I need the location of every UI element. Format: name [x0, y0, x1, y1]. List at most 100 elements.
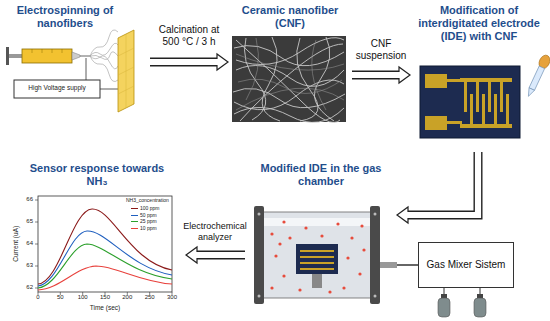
gas-chamber	[370, 206, 380, 304]
gas-chamber	[346, 256, 349, 259]
gas-chamber	[262, 212, 372, 298]
response-chart	[38, 196, 172, 292]
axis-title: Time (sec)	[75, 304, 135, 311]
ide-chip	[460, 78, 512, 82]
stage-heading: Modification of interdigitated electrode…	[410, 4, 548, 43]
electrospinning-setup	[118, 30, 134, 112]
gas-chamber	[254, 206, 397, 304]
arrow-outline	[408, 152, 478, 215]
electrospinning-setup	[6, 47, 9, 65]
gas-chamber	[270, 232, 273, 235]
electrospinning-setup	[32, 49, 33, 53]
sem-image	[233, 37, 345, 123]
response-chart	[35, 196, 172, 295]
sem-image	[233, 88, 345, 107]
response-chart	[38, 231, 172, 286]
electrospinning-setup	[72, 52, 80, 60]
gas-chamber	[374, 295, 377, 298]
ide-chip	[425, 116, 447, 130]
response-chart	[38, 266, 172, 290]
gas-chamber	[320, 234, 323, 237]
sem-image	[246, 38, 258, 100]
electrospinning-setup	[90, 43, 118, 56]
sem-image	[297, 38, 318, 121]
gas-cylinders	[438, 298, 450, 317]
gas-chamber	[300, 250, 334, 252]
flow-arrow	[352, 67, 410, 83]
ide-chip	[425, 74, 447, 88]
legend-line-sample	[131, 215, 138, 216]
gas-cylinders	[474, 298, 486, 317]
sem-image	[234, 80, 344, 110]
process-stage: Modified IDE in the gas chamber	[245, 160, 397, 315]
tick-label: 50	[48, 294, 72, 301]
gas-chamber	[274, 254, 277, 257]
sem-image	[236, 54, 344, 70]
gas-chamber	[342, 286, 345, 289]
tick-label: 250	[138, 294, 162, 301]
flow-arrow	[397, 152, 478, 223]
electrospinning-setup	[42, 49, 43, 53]
gas-chamber	[300, 268, 334, 270]
tick-label: 150	[93, 294, 117, 301]
ide-chip	[447, 79, 462, 82]
ide-chip	[506, 94, 509, 124]
tick-label: 63	[12, 262, 33, 269]
gas-chamber	[358, 272, 361, 275]
stage-heading: Ceramic nanofiber (CNF)	[228, 4, 352, 30]
dropper-pipette	[524, 53, 550, 98]
gas-chamber	[258, 213, 261, 216]
gas-chamber	[296, 244, 338, 274]
ide-chip	[494, 94, 497, 124]
arrow-fill	[150, 59, 219, 65]
connector-line	[397, 264, 418, 266]
ide-chip	[500, 82, 503, 112]
gas-chamber	[270, 220, 365, 293]
gas-chamber	[300, 256, 334, 258]
electrospinning-setup	[9, 54, 22, 58]
gas-chamber	[278, 242, 281, 245]
sem-image	[236, 38, 344, 110]
gas-chamber	[362, 248, 365, 251]
gas-chamber	[328, 290, 331, 293]
ide-chip	[470, 94, 473, 124]
edge-label: CNF suspension	[352, 38, 410, 62]
electrospinning-setup	[14, 80, 100, 98]
sem-image	[312, 40, 326, 110]
flow-arrow	[150, 54, 228, 70]
electrospinning-setup	[90, 52, 118, 60]
edge-label: Calcination at 500 °C / 3 h	[152, 24, 226, 48]
gas-chamber	[282, 220, 285, 223]
device-label: High Voltage supply	[14, 84, 100, 91]
electrospinning-setup	[126, 34, 127, 108]
gas-chamber	[298, 288, 301, 291]
gas-chamber	[350, 236, 353, 239]
response-chart	[35, 266, 38, 267]
electrospinning-setup	[6, 30, 134, 112]
electrospinning-setup	[62, 49, 63, 53]
gas-cylinders	[480, 288, 481, 295]
ide-chip	[482, 94, 485, 124]
tick-label: 64	[12, 240, 33, 247]
ide-chip	[447, 121, 462, 124]
axis-title: Current (uA)	[12, 214, 19, 274]
legend-title: NH3_concentration	[126, 198, 171, 204]
tick-label: 200	[115, 294, 139, 301]
gas-chamber	[270, 286, 273, 289]
sem-image	[234, 46, 344, 66]
legend-line-sample	[131, 208, 138, 209]
arrow-head	[217, 54, 228, 70]
gas-chamber	[374, 213, 377, 216]
legend-text: 100 ppm	[140, 205, 159, 211]
gas-chamber	[336, 222, 339, 225]
sem-image	[236, 38, 344, 65]
response-chart	[38, 244, 172, 288]
legend-line-sample	[131, 221, 138, 222]
gas-chamber	[300, 262, 334, 264]
gas-chamber	[360, 224, 363, 227]
arrow-head	[397, 207, 408, 223]
tick-label: 300	[160, 294, 184, 301]
response-chart	[35, 200, 38, 201]
ide-chip	[420, 66, 520, 138]
process-stage: Sensor response towards NH₃	[8, 160, 186, 318]
